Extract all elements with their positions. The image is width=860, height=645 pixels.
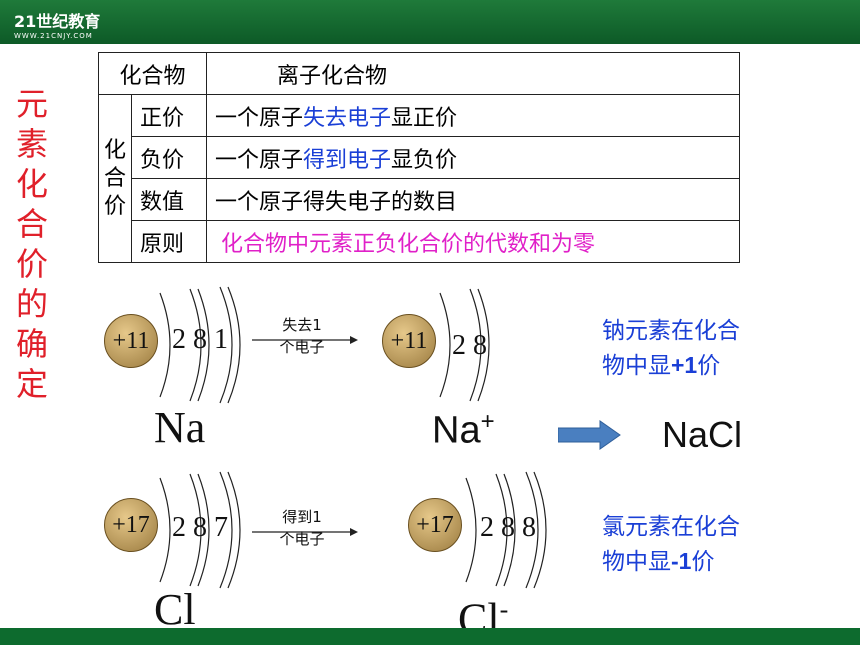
na-ion-shells: 2 8 xyxy=(452,330,487,361)
row-label: 负价 xyxy=(131,136,207,179)
group-label: 化 合 价 xyxy=(98,94,132,263)
table-header-row: 化合物 离子化合物 xyxy=(98,52,740,95)
footer-bar xyxy=(0,628,860,645)
table-row: 负价 一个原子得到电子显负价 xyxy=(99,136,740,179)
row-content: 一个原子失去电子显正价 xyxy=(206,94,740,137)
row-content: 化合物中元素正负化合价的代数和为零 xyxy=(206,220,740,263)
na-ion-symbol: Na+ xyxy=(432,408,495,452)
header-compound: 化合物 xyxy=(98,52,207,95)
table-row: 原则 化合物中元素正负化合价的代数和为零 xyxy=(99,220,740,263)
row-content: 一个原子得失电子的数目 xyxy=(206,178,740,221)
cl-note: 氯元素在化合 物中显-1价 xyxy=(602,514,740,575)
na-atom-symbol: Na xyxy=(154,403,206,452)
compound-formula: NaCl xyxy=(662,414,743,455)
na-atom-shells: 2 8 1 xyxy=(172,324,228,355)
na-ion-shell-arcs xyxy=(439,288,490,402)
na-reaction-arrow xyxy=(252,336,358,344)
na-arrow-label: 失去1 个电子 xyxy=(279,316,325,356)
cl-ion-shells: 2 8 8 xyxy=(480,512,536,543)
table-row: 数值 一个原子得失电子的数目 xyxy=(99,178,740,221)
row-content: 一个原子得到电子显负价 xyxy=(206,136,740,179)
na-note: 钠元素在化合 物中显+1价 xyxy=(602,318,740,379)
na-shell-arcs xyxy=(159,286,241,404)
logo: 21世纪教育 WWW.21CNJY.COM xyxy=(14,12,101,40)
cl-reaction-arrow xyxy=(252,528,358,536)
cl-shell-arcs xyxy=(159,471,241,589)
cl-ion-nucleus: +17 xyxy=(408,498,462,552)
na-ion-nucleus: +11 xyxy=(382,314,436,368)
cl-nucleus: +17 xyxy=(104,498,158,552)
block-arrow-icon xyxy=(558,420,621,450)
cl-atom-shells: 2 8 7 xyxy=(172,512,228,543)
row-label: 正价 xyxy=(131,94,207,137)
header-bar: 21世纪教育 WWW.21CNJY.COM xyxy=(0,0,860,44)
row-label: 数值 xyxy=(131,178,207,221)
row-label: 原则 xyxy=(131,220,207,263)
na-nucleus: +11 xyxy=(104,314,158,368)
table-row: 化 合 价 正价 一个原子失去电子显正价 xyxy=(98,94,740,263)
side-title: 元 素 化 合 价 的 确 定 xyxy=(15,85,48,403)
header-ionic: 离子化合物 xyxy=(206,52,740,95)
cl-atom-symbol: Cl xyxy=(154,585,196,634)
valence-table: 化合物 离子化合物 化 合 价 正价 一个原子失去电子显正价 负价 一个原子得到… xyxy=(98,52,740,263)
cl-ion-shell-arcs xyxy=(465,471,547,589)
cl-arrow-label: 得到1 个电子 xyxy=(279,508,325,548)
